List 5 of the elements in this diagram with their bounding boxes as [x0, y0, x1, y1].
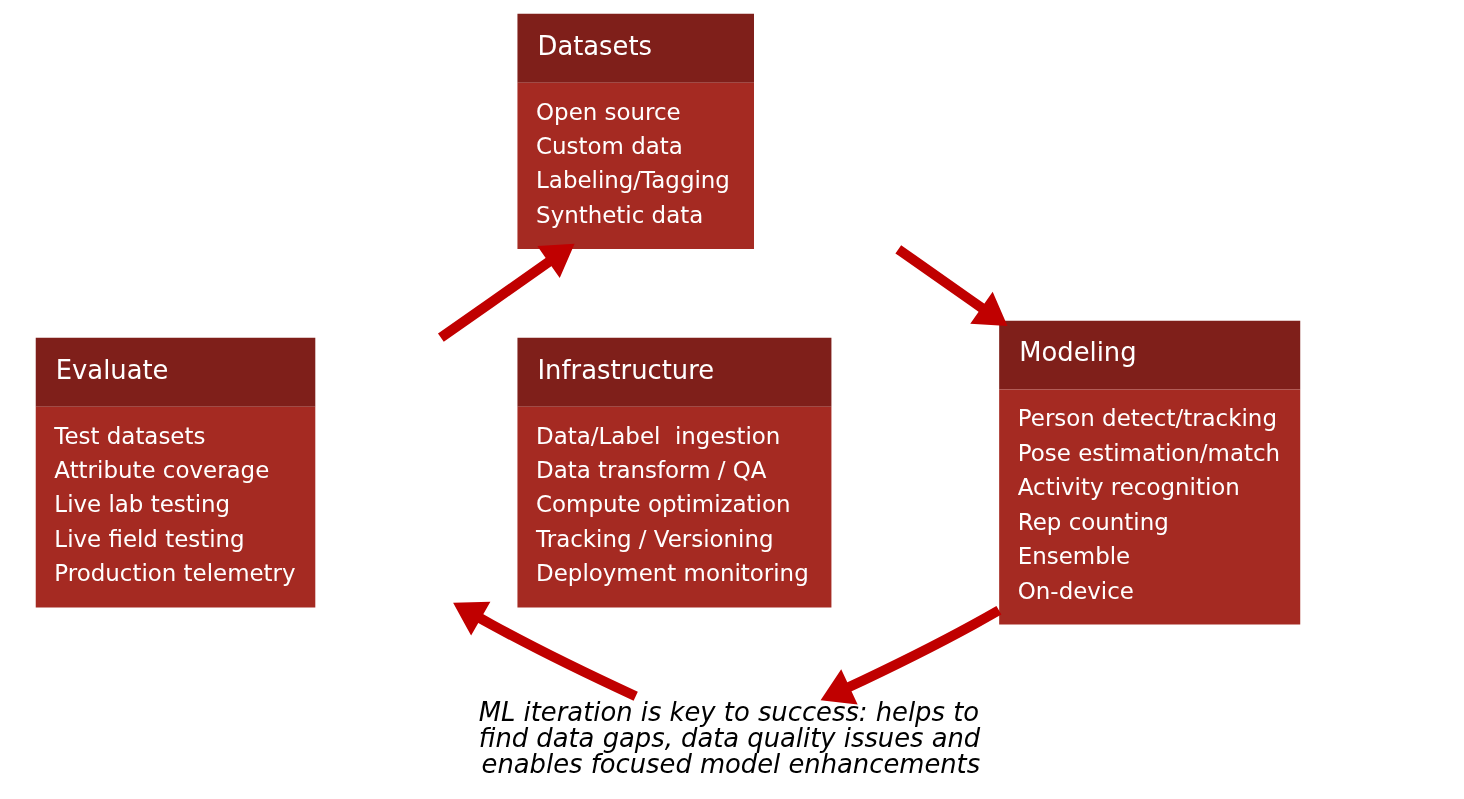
arrow [894, 245, 1007, 326]
arrow [452, 601, 638, 701]
arrow [820, 605, 1001, 705]
node-text: ML iteration is key to success: helps to find data gaps, data quality issues and enables focused model enhancements [478, 697, 980, 779]
arrow [437, 243, 575, 342]
